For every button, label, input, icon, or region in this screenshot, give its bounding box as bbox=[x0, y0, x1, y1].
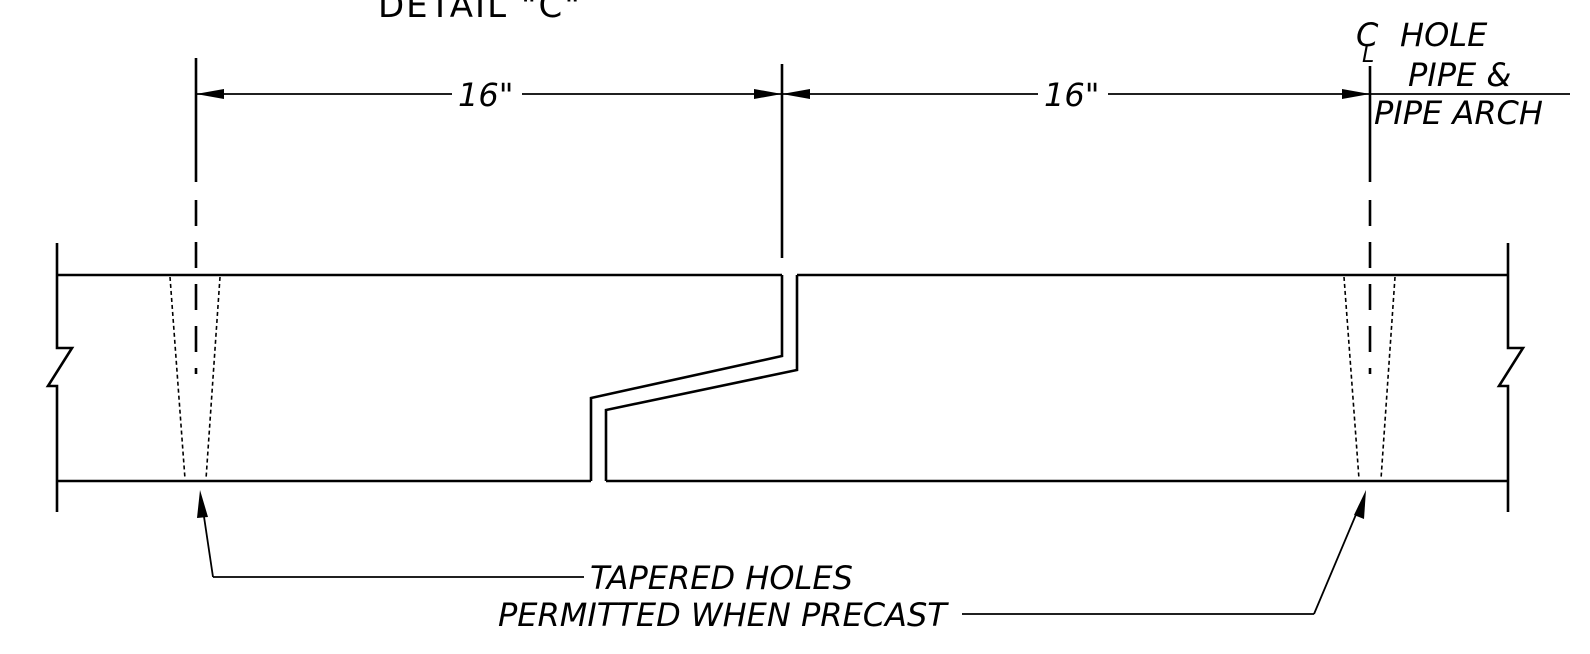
detail-title: DETAIL "C" bbox=[378, 0, 582, 26]
arrowhead bbox=[1354, 490, 1366, 519]
joint-line-inner bbox=[589, 275, 784, 481]
note-leaders bbox=[197, 490, 1366, 615]
note-line-2: PERMITTED WHEN PRECAST bbox=[498, 596, 949, 634]
arrowhead bbox=[196, 89, 224, 99]
tapered-hole-right-edge-b bbox=[1380, 276, 1396, 480]
centerline-pipe-text: PIPE & bbox=[1408, 56, 1511, 94]
slab-section bbox=[45, 243, 1526, 512]
dimension-label-left: 16" bbox=[458, 76, 513, 114]
arrowhead bbox=[1342, 89, 1370, 99]
arrowhead bbox=[754, 89, 782, 99]
centerline-pipe-arch-text: PIPE ARCH bbox=[1374, 94, 1543, 132]
arrowhead bbox=[782, 89, 810, 99]
dimension-left: 16" bbox=[194, 58, 784, 258]
joint-line-outer bbox=[604, 275, 799, 481]
dimension-right: 16" bbox=[782, 76, 1370, 114]
centerline-symbol-sub: L bbox=[1362, 43, 1374, 68]
break-line-left bbox=[45, 243, 75, 512]
break-line-right bbox=[1496, 243, 1526, 512]
tapered-hole-right-edge-a bbox=[1343, 276, 1360, 480]
note-line-1: TAPERED HOLES bbox=[590, 559, 853, 597]
tapered-hole-left-edge-b bbox=[205, 276, 221, 480]
centerline-label: C L HOLE PIPE & PIPE ARCH bbox=[1356, 16, 1570, 182]
dimension-label-right: 16" bbox=[1044, 76, 1099, 114]
centerline-symbol: C bbox=[1356, 16, 1379, 54]
arrowhead bbox=[197, 490, 208, 518]
leader-right bbox=[1313, 504, 1361, 615]
leader-left bbox=[202, 509, 214, 578]
centerline-hole-text: HOLE bbox=[1400, 16, 1488, 54]
tapered-hole-left-edge-a bbox=[169, 276, 186, 480]
